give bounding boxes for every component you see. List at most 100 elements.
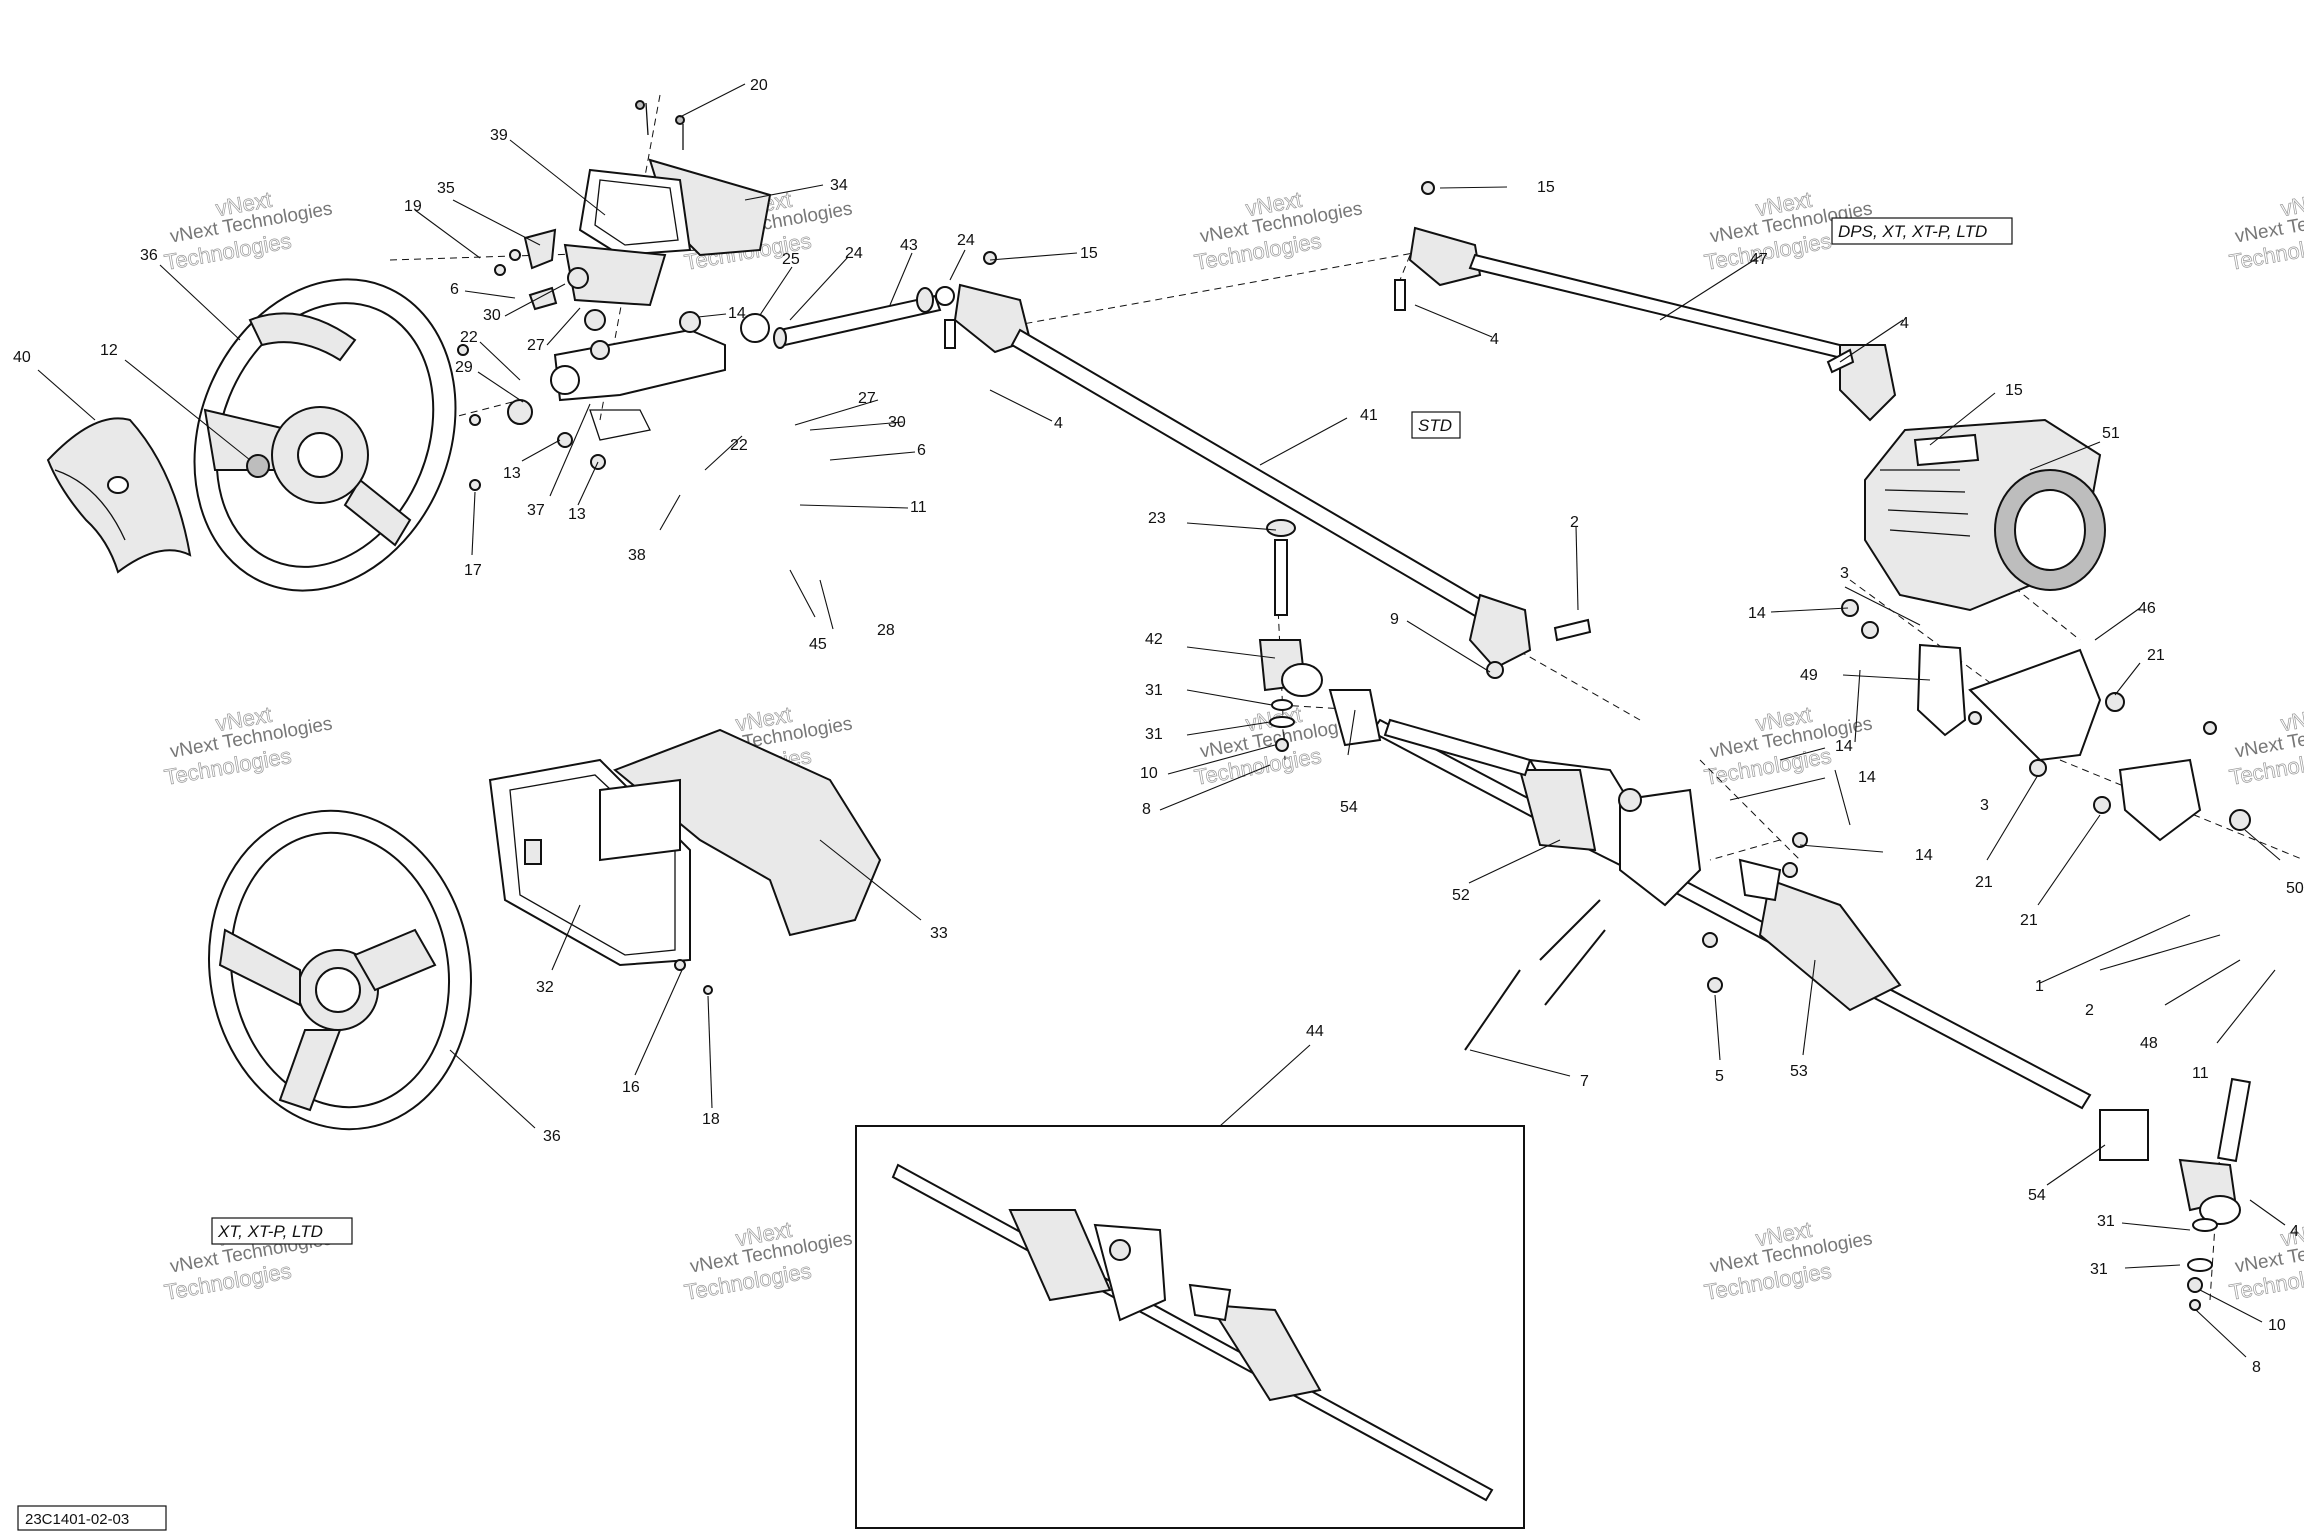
callout-16: 16 — [622, 1079, 640, 1096]
callout-30: 30 — [888, 414, 906, 431]
callout-6: 6 — [917, 442, 926, 459]
callout-21: 21 — [2147, 647, 2165, 664]
tie-rod-end-left — [1258, 519, 1323, 752]
callout-23: 23 — [1148, 510, 1166, 527]
callout-44: 44 — [1306, 1023, 1324, 1040]
callout-1: 1 — [2035, 978, 2044, 995]
callout-40: 40 — [13, 349, 31, 366]
callout-11: 11 — [2192, 1065, 2209, 1082]
callout-53: 53 — [1790, 1063, 1808, 1080]
callout-3: 3 — [1840, 565, 1849, 582]
callout-32: 32 — [536, 979, 554, 996]
callout-54: 54 — [2028, 1187, 2046, 1204]
callout-54: 54 — [1340, 799, 1358, 816]
callout-50: 50 — [2286, 880, 2304, 897]
callout-22: 22 — [460, 329, 478, 346]
callout-49: 49 — [1800, 667, 1818, 684]
callout-22: 22 — [730, 437, 748, 454]
callout-38: 38 — [628, 547, 646, 564]
svg-text:DPS, XT, XT-P, LTD: DPS, XT, XT-P, LTD — [1838, 222, 1987, 241]
callout-21: 21 — [2020, 912, 2038, 929]
callout-15: 15 — [1537, 179, 1555, 196]
callout-14: 14 — [1835, 738, 1853, 755]
callout-24: 24 — [957, 232, 975, 249]
svg-text:XT, XT-P, LTD: XT, XT-P, LTD — [217, 1222, 323, 1241]
callout-45: 45 — [809, 636, 827, 653]
dash-fascia — [488, 728, 882, 995]
callout-10: 10 — [2268, 1317, 2286, 1334]
callout-46: 46 — [2138, 600, 2156, 617]
callout-30: 30 — [483, 307, 501, 324]
callout-9: 9 — [1390, 611, 1399, 628]
steering-wheel-xt — [207, 809, 473, 1131]
callout-2: 2 — [2085, 1002, 2094, 1019]
svg-text:23C1401-02-03: 23C1401-02-03 — [25, 1511, 129, 1528]
callout-15: 15 — [1080, 245, 1098, 262]
diagram-code: 23C1401-02-03 — [17, 1505, 167, 1531]
tie-rod-end-right — [2178, 1077, 2251, 1311]
rack-bolts — [1464, 832, 1808, 1051]
callout-11: 11 — [910, 499, 927, 516]
watermark: vNext vNext Technologies Technologies — [162, 701, 334, 790]
callout-14: 14 — [1748, 605, 1766, 622]
callout-8: 8 — [1142, 801, 1151, 818]
callout-7: 7 — [1580, 1073, 1589, 1090]
callout-21: 21 — [1975, 874, 1993, 891]
callout-18: 18 — [702, 1111, 720, 1128]
callout-10: 10 — [1140, 765, 1158, 782]
callout-42: 42 — [1145, 631, 1163, 648]
callout-14: 14 — [728, 305, 746, 322]
callout-6: 6 — [450, 281, 459, 298]
hardware-top-left — [457, 228, 589, 491]
dps-power-steering-unit — [1864, 418, 2106, 612]
gauge-housing — [563, 100, 772, 307]
callout-31: 31 — [2090, 1261, 2108, 1278]
callout-47: 47 — [1750, 251, 1768, 268]
dps-brackets — [1841, 599, 2251, 842]
callout-31: 31 — [1145, 726, 1163, 743]
callout-14: 14 — [1915, 847, 1933, 864]
callout-3: 3 — [1980, 797, 1989, 814]
watermark: vNext vNext Technologies Technologies — [2227, 186, 2304, 275]
callout-27: 27 — [527, 337, 545, 354]
watermark: vNext vNext Technologies Technologies — [2227, 701, 2304, 790]
column-bracket — [507, 309, 726, 470]
callout-14: 14 — [1858, 769, 1876, 786]
horn-cover — [46, 417, 192, 574]
callout-4: 4 — [1054, 415, 1063, 432]
callout-48: 48 — [2140, 1035, 2158, 1052]
watermark: vNext vNext Technologies Technologies — [162, 186, 334, 275]
steering-column-shaft — [679, 286, 955, 349]
callout-5: 5 — [1715, 1068, 1724, 1085]
callout-4: 4 — [1900, 315, 1909, 332]
watermark: vNext vNext Technologies Technologies — [1192, 186, 1364, 275]
watermark: vNext vNext Technologies Technologies — [682, 1216, 854, 1305]
callout-20: 20 — [750, 77, 768, 94]
callout-29: 29 — [455, 359, 473, 376]
svg-text:STD: STD — [1418, 416, 1452, 435]
callout-36: 36 — [140, 247, 158, 264]
callout-12: 12 — [100, 342, 118, 359]
inset-std-rack — [855, 1125, 1525, 1529]
callout-8: 8 — [2252, 1359, 2261, 1376]
callout-13: 13 — [503, 465, 521, 482]
variant-label-xt: XT, XT-P, LTD — [211, 1217, 353, 1245]
callout-34: 34 — [830, 177, 848, 194]
callout-24: 24 — [845, 245, 863, 262]
callout-39: 39 — [490, 127, 508, 144]
callout-33: 33 — [930, 925, 948, 942]
watermark: vNext vNext Technologies Technologies — [1702, 1216, 1874, 1305]
callout-2: 2 — [1570, 514, 1579, 531]
intermediate-shaft-dps — [1394, 181, 1933, 448]
callout-41: 41 — [1360, 407, 1378, 424]
callout-13: 13 — [568, 506, 586, 523]
callout-4: 4 — [2290, 1223, 2299, 1240]
intermediate-shaft-std — [944, 251, 1592, 679]
callout-31: 31 — [1145, 682, 1163, 699]
callout-37: 37 — [527, 502, 545, 519]
callout-4: 4 — [1490, 331, 1499, 348]
callout-19: 19 — [404, 198, 422, 215]
callout-52: 52 — [1452, 887, 1470, 904]
callouts: 20 39 34 35 19 36 6 30 27 22 29 12 40 13… — [13, 77, 2304, 1376]
